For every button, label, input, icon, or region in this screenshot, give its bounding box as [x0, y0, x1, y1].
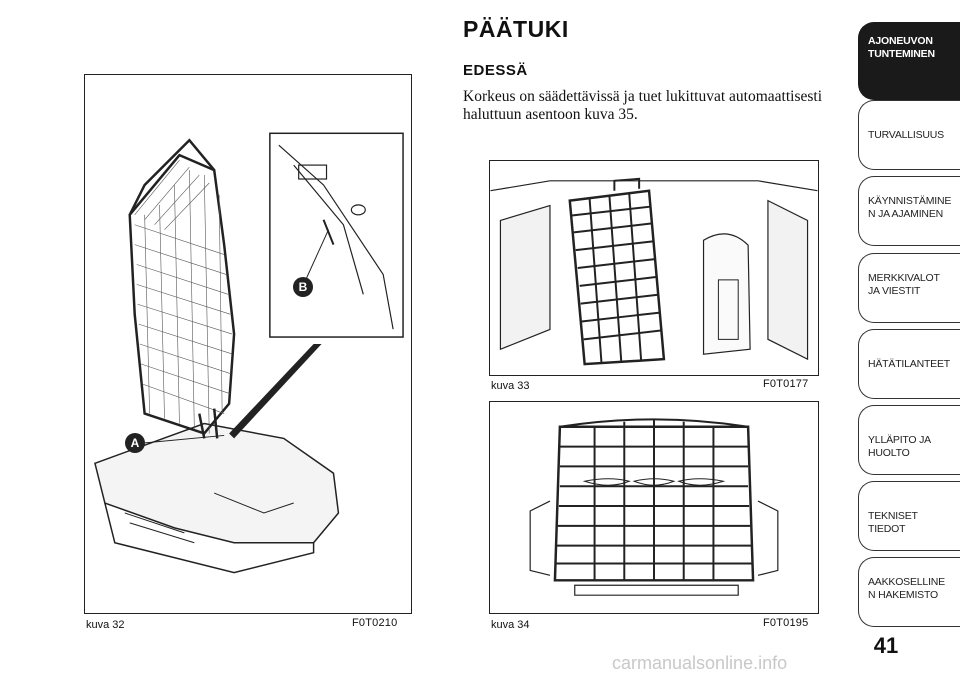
tab-ajoneuvon-tunteminen[interactable]: AJONEUVON TUNTEMINEN: [858, 22, 960, 100]
section-subtitle: EDESSÄ: [463, 62, 528, 79]
figure-34-code: F0T0195: [763, 617, 809, 629]
callout-a: A: [125, 433, 145, 453]
tab-turvallisuus[interactable]: TURVALLISUUS: [858, 100, 960, 170]
tab-label: HÄTÄTILANTEET: [868, 358, 950, 370]
figure-34-caption: kuva 34: [491, 619, 530, 631]
tab-label: KÄYNNISTÄMINEN JA AJAMINEN: [868, 195, 952, 220]
tab-kaynnistaminen[interactable]: KÄYNNISTÄMINEN JA AJAMINEN: [858, 176, 960, 246]
headrest-mesh-drawing: [94, 132, 404, 574]
chapter-tabs: AJONEUVON TUNTEMINEN TURVALLISUUS KÄYNNI…: [858, 0, 960, 640]
tab-label: AJONEUVON TUNTEMINEN: [868, 35, 935, 60]
tab-aakkosellinen-hakemisto[interactable]: AAKKOSELLINEN HAKEMISTO: [858, 557, 960, 627]
tab-merkkivalot[interactable]: MERKKIVALOT JA VIESTIT: [858, 253, 960, 323]
watermark-text: carmanualsonline.info: [612, 653, 788, 673]
callout-b: B: [293, 277, 313, 297]
figure-33-code: F0T0177: [763, 378, 809, 390]
section-title: PÄÄTUKI: [463, 16, 569, 42]
tab-hatatilanteet[interactable]: HÄTÄTILANTEET: [858, 329, 960, 399]
cargo-barrier-front-drawing: [529, 418, 779, 596]
tab-label: YLLÄPITO JA HUOLTO: [868, 434, 931, 459]
figure-33-caption: kuva 33: [491, 380, 530, 392]
figure-33-illustration: [489, 160, 819, 376]
tab-label: MERKKIVALOT JA VIESTIT: [868, 272, 940, 297]
figure-34-illustration: [489, 401, 819, 614]
body-paragraph: Korkeus on säädettävissä ja tuet lukittu…: [463, 88, 822, 123]
tab-tekniset-tiedot[interactable]: TEKNISET TIEDOT: [858, 481, 960, 551]
tab-label: TEKNISET TIEDOT: [868, 510, 918, 535]
page-number: 41: [873, 633, 899, 658]
tab-label: AAKKOSELLINEN HAKEMISTO: [868, 576, 945, 601]
cargo-barrier-interior-drawing: [490, 177, 818, 366]
tab-label: TURVALLISUUS: [868, 129, 944, 141]
figure-32-caption: kuva 32: [86, 619, 125, 631]
tab-yllapito[interactable]: YLLÄPITO JA HUOLTO: [858, 405, 960, 475]
figure-32-code: F0T0210: [352, 617, 398, 629]
figure-32-illustration: A B: [84, 74, 412, 614]
